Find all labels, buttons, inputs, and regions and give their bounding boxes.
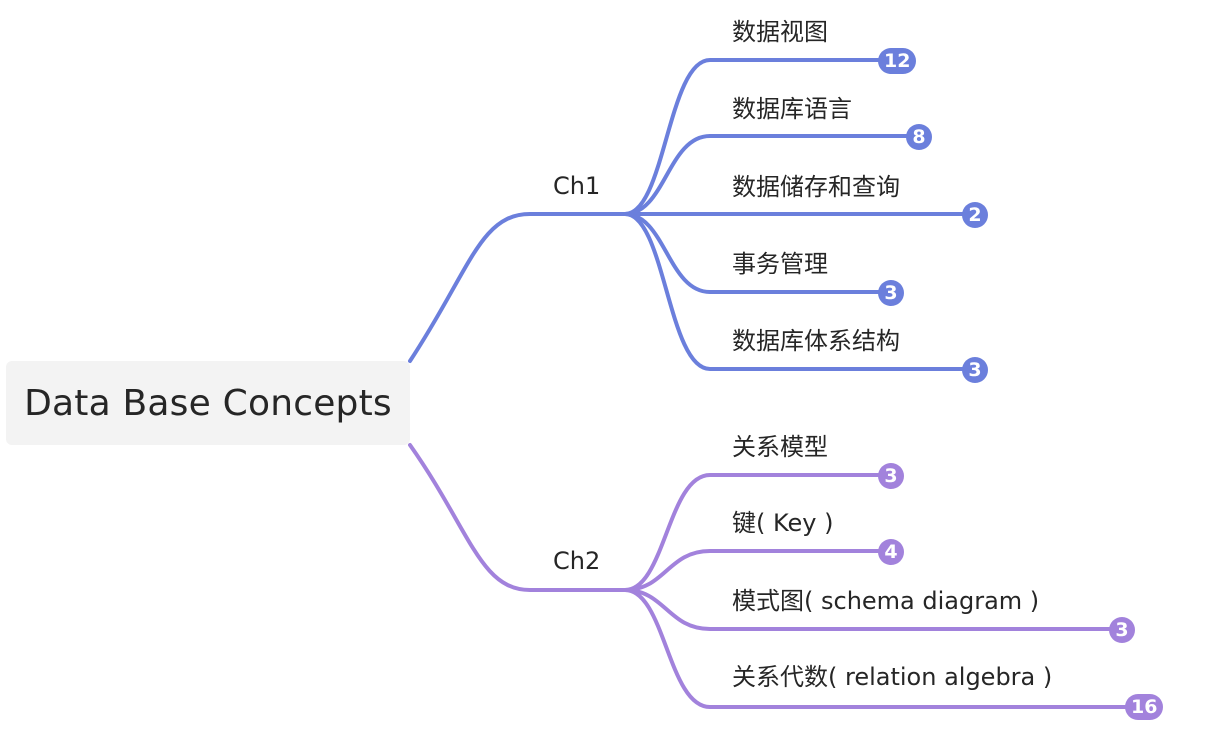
connector-ch2-child-1 [623, 473, 886, 592]
count-badge[interactable]: 3 [878, 463, 904, 489]
branch-node-ch1[interactable]: Ch1 [553, 172, 601, 200]
leaf-node[interactable]: 关系模型 [732, 433, 828, 461]
connector-ch2-child-2 [623, 549, 886, 592]
connector-root-ch2 [408, 443, 627, 592]
connector-ch1-child-4 [623, 212, 886, 294]
leaf-node[interactable]: 模式图( schema diagram ) [732, 587, 1040, 615]
count-badge[interactable]: 12 [878, 48, 917, 74]
count-badge[interactable]: 8 [906, 124, 932, 150]
connector-root-ch1 [408, 212, 627, 363]
count-badge[interactable]: 3 [878, 280, 904, 306]
connector-ch1-child-5 [623, 212, 970, 371]
connector-ch1-child-2 [623, 134, 914, 216]
count-badge[interactable]: 16 [1125, 694, 1164, 720]
leaf-node[interactable]: 数据库体系结构 [732, 327, 900, 355]
leaf-node[interactable]: 关系代数( relation algebra ) [732, 663, 1053, 691]
root-node[interactable]: Data Base Concepts [6, 361, 410, 445]
leaf-node[interactable]: 数据储存和查询 [732, 173, 900, 201]
count-badge[interactable]: 3 [962, 357, 988, 383]
count-badge[interactable]: 3 [1109, 617, 1135, 643]
connector-ch2-child-3 [623, 588, 1117, 631]
leaf-node[interactable]: 事务管理 [732, 250, 828, 278]
count-badge[interactable]: 2 [962, 202, 988, 228]
leaf-node[interactable]: 键( Key ) [732, 509, 834, 537]
root-node-label: Data Base Concepts [24, 382, 392, 424]
leaf-node[interactable]: 数据视图 [732, 18, 828, 46]
branch-node-ch2[interactable]: Ch2 [553, 547, 601, 575]
connector-ch1-child-1 [623, 58, 892, 216]
leaf-node[interactable]: 数据库语言 [732, 95, 852, 123]
connector-ch2-child-4 [623, 588, 1137, 709]
count-badge[interactable]: 4 [878, 539, 904, 565]
